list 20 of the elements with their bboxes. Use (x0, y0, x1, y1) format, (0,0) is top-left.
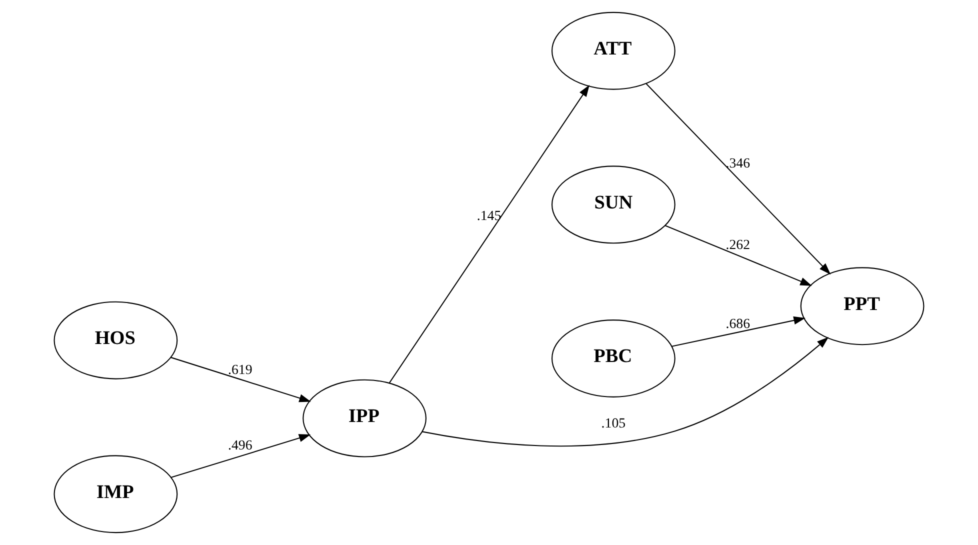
node-ellipse: HOS (54, 301, 178, 380)
edge-label: .346 (726, 156, 750, 172)
arrow (388, 84, 590, 384)
edge-label: .262 (726, 238, 750, 253)
edge-label: .145 (476, 209, 502, 224)
edge-label: .619 (228, 362, 252, 378)
edge-label: .105 (601, 416, 626, 432)
node-ellipse: PBC (551, 320, 676, 398)
node-ellipse: ATT (551, 12, 676, 90)
node-ellipse: IPP (302, 379, 427, 458)
arrow (672, 316, 806, 347)
edge-label: .496 (228, 438, 252, 454)
node-ellipse: SUN (551, 166, 676, 244)
arrow (170, 356, 312, 402)
arrow (646, 83, 831, 275)
node-ellipse: IMP (54, 455, 178, 534)
arrow (171, 434, 311, 478)
edge-label: .686 (726, 316, 750, 332)
arrow (665, 225, 812, 286)
arrow (422, 336, 829, 447)
